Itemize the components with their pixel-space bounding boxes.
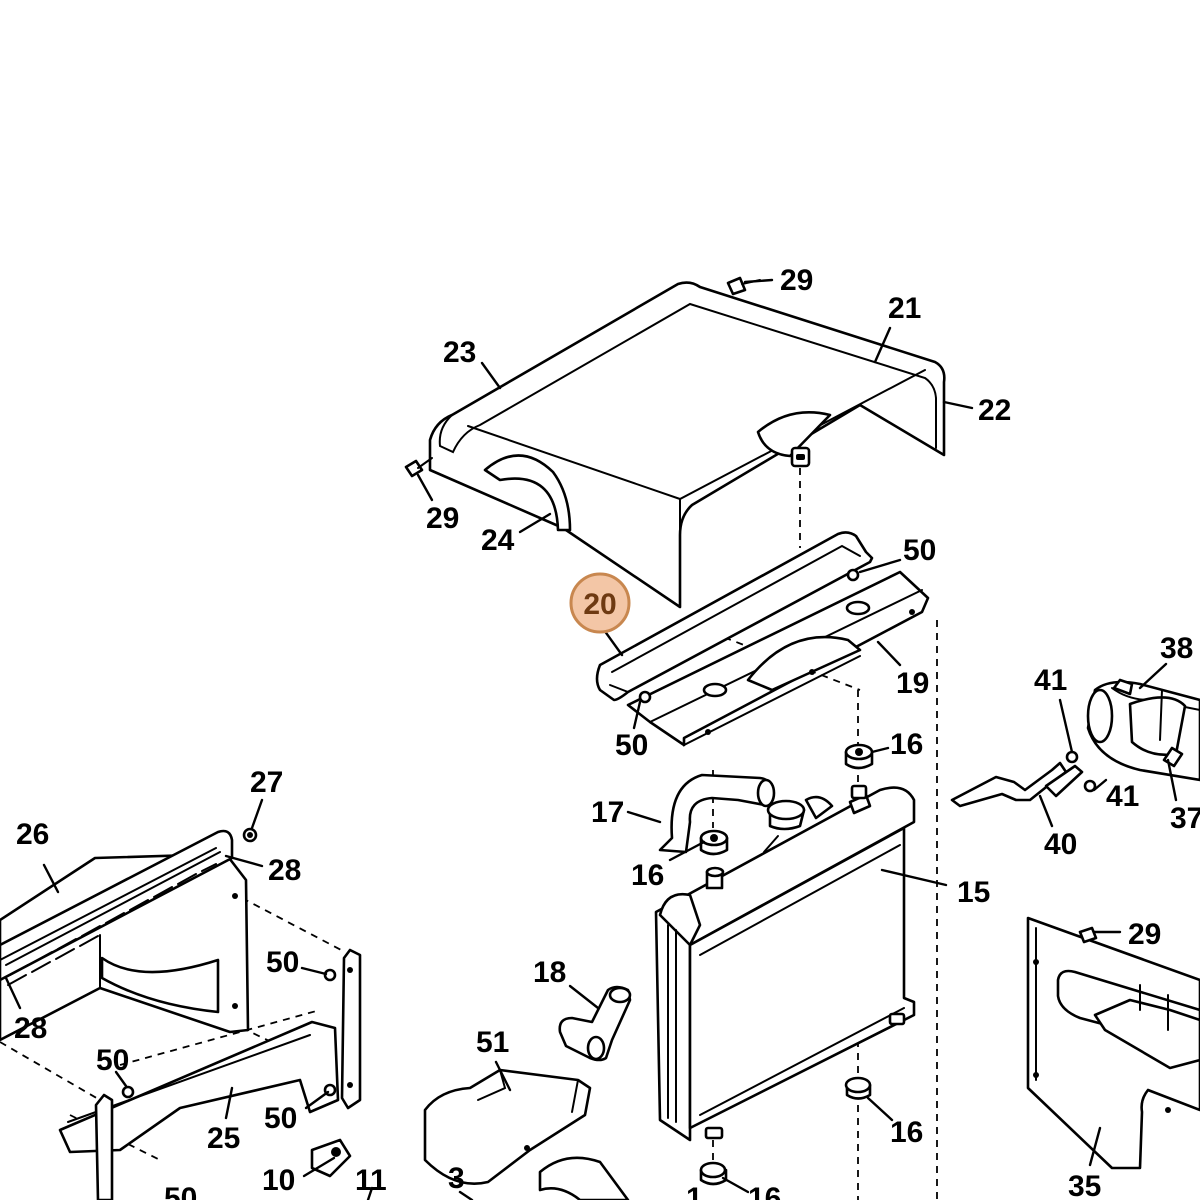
side-panel-35	[1026, 916, 1200, 1170]
bolt-50-left-b	[121, 1085, 135, 1099]
callout-1: 1	[686, 1182, 703, 1200]
bolt-50-upper	[846, 568, 860, 582]
screw-29-left	[404, 457, 433, 478]
hose-17	[658, 773, 776, 854]
callout-50: 50	[164, 1182, 197, 1200]
callout-50: 50	[266, 946, 299, 979]
tube-40	[950, 761, 1084, 808]
callout-19: 19	[896, 667, 929, 700]
callout-29: 29	[1128, 918, 1161, 951]
callout-37: 37	[1170, 802, 1200, 835]
callout-24: 24	[481, 524, 515, 557]
bolt-50-left-a	[323, 968, 337, 982]
callout-28: 28	[14, 1012, 47, 1045]
leader-lines	[4, 278, 1178, 1200]
callout-16: 16	[890, 728, 923, 761]
callout-25: 25	[207, 1122, 240, 1155]
callout-23: 23	[443, 336, 476, 369]
callout-3: 3	[448, 1162, 465, 1195]
callout-50: 50	[903, 534, 936, 567]
callout-50: 50	[96, 1044, 129, 1077]
grille-slots	[7, 863, 217, 986]
callout-labels: 29 21 23 22 29 24 50 19 50 16 17 16 15 4…	[14, 264, 1200, 1200]
callout-16: 16	[631, 859, 664, 892]
callout-41: 41	[1106, 780, 1139, 813]
top-cover-21	[428, 281, 946, 609]
callout-18: 18	[533, 956, 566, 989]
callout-28: 28	[268, 854, 301, 887]
frame-25	[58, 948, 362, 1200]
callout-29: 29	[780, 264, 813, 297]
callout-15: 15	[957, 876, 990, 909]
shroud-26	[0, 829, 250, 1042]
callout-10: 10	[262, 1164, 295, 1197]
callout-21: 21	[888, 292, 921, 325]
callout-16: 16	[748, 1182, 781, 1200]
isolator-16-d	[699, 1161, 728, 1186]
callout-22: 22	[978, 394, 1011, 427]
callout-51: 51	[476, 1026, 509, 1059]
callout-41: 41	[1034, 664, 1067, 697]
tank-37	[1086, 678, 1200, 782]
frame-seal-20	[595, 531, 874, 702]
radiator-15	[654, 784, 916, 1142]
callout-29: 29	[426, 502, 459, 535]
callout-35: 35	[1068, 1170, 1101, 1200]
highlight-circle[interactable]	[569, 572, 631, 634]
callout-50: 50	[264, 1102, 297, 1135]
callout-16: 16	[890, 1116, 923, 1149]
callout-11: 11	[355, 1164, 387, 1197]
isolator-16-a	[844, 743, 874, 770]
hose-18	[558, 985, 632, 1062]
highlight-label[interactable]: 20	[583, 588, 616, 621]
isolator-16-b	[699, 829, 729, 856]
duct-51	[423, 1068, 630, 1200]
callout-17: 17	[591, 796, 624, 829]
isolator-16-c	[844, 1076, 872, 1100]
callout-27: 27	[250, 766, 283, 799]
bracket-19	[626, 570, 930, 747]
bolt-50-lower	[638, 690, 652, 704]
bolt-41-a	[1065, 750, 1079, 764]
callout-38: 38	[1160, 632, 1193, 665]
callout-40: 40	[1044, 828, 1077, 861]
callout-50: 50	[615, 729, 648, 762]
callout-26: 26	[16, 818, 49, 851]
highlighted-callout-20[interactable]: 20	[569, 572, 631, 634]
bolt-27	[242, 827, 258, 843]
bolt-41-b	[1083, 779, 1097, 793]
